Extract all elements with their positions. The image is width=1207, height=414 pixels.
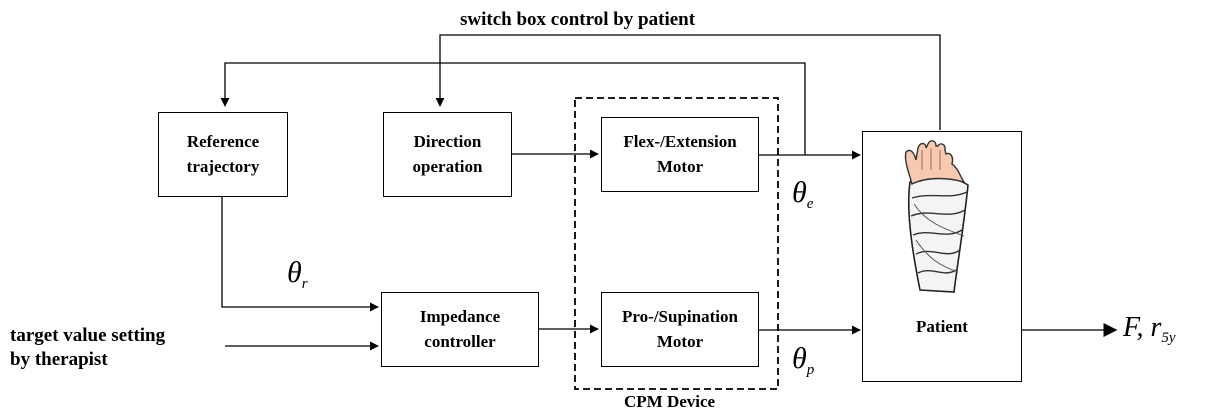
output-f: F, bbox=[1123, 312, 1144, 343]
theta-e-sub: e bbox=[806, 196, 814, 212]
theta-p-sub: p bbox=[806, 362, 815, 378]
cpm-device-boundary bbox=[574, 97, 779, 390]
direction-operation-box: Direction operation bbox=[383, 112, 512, 197]
theta-p-base: θ bbox=[792, 342, 807, 375]
theta-p-symbol: θp bbox=[792, 342, 814, 379]
bandaged-arm-icon bbox=[904, 140, 969, 293]
reference-trajectory-box: Reference trajectory bbox=[158, 112, 288, 197]
theta-r-base: θ bbox=[287, 256, 302, 289]
patient-label: Patient bbox=[916, 317, 968, 336]
pro-supination-motor-box: Pro-/Supination Motor bbox=[601, 292, 759, 367]
output-r: r bbox=[1150, 312, 1162, 343]
switch-box-line bbox=[435, 34, 941, 130]
theta-e-symbol: θe bbox=[792, 176, 813, 213]
impedance-controller-box: Impedance controller bbox=[381, 292, 539, 367]
flex-extension-motor-box: Flex-/Extension Motor bbox=[601, 117, 759, 192]
switch-box-label: switch box control by patient bbox=[460, 9, 696, 30]
output-r-sub: 5y bbox=[1161, 330, 1176, 346]
theta-r-sub: r bbox=[301, 276, 308, 292]
theta-e-base: θ bbox=[792, 176, 807, 209]
reference-feedback-line bbox=[220, 62, 806, 155]
cpm-device-label: CPM Device bbox=[624, 392, 716, 411]
reference-to-impedance-arrow bbox=[221, 196, 379, 312]
theta-r-symbol: θr bbox=[287, 256, 308, 293]
output-symbol: F, r5y bbox=[1123, 312, 1176, 347]
target-value-label: target value setting by therapist bbox=[10, 325, 166, 370]
